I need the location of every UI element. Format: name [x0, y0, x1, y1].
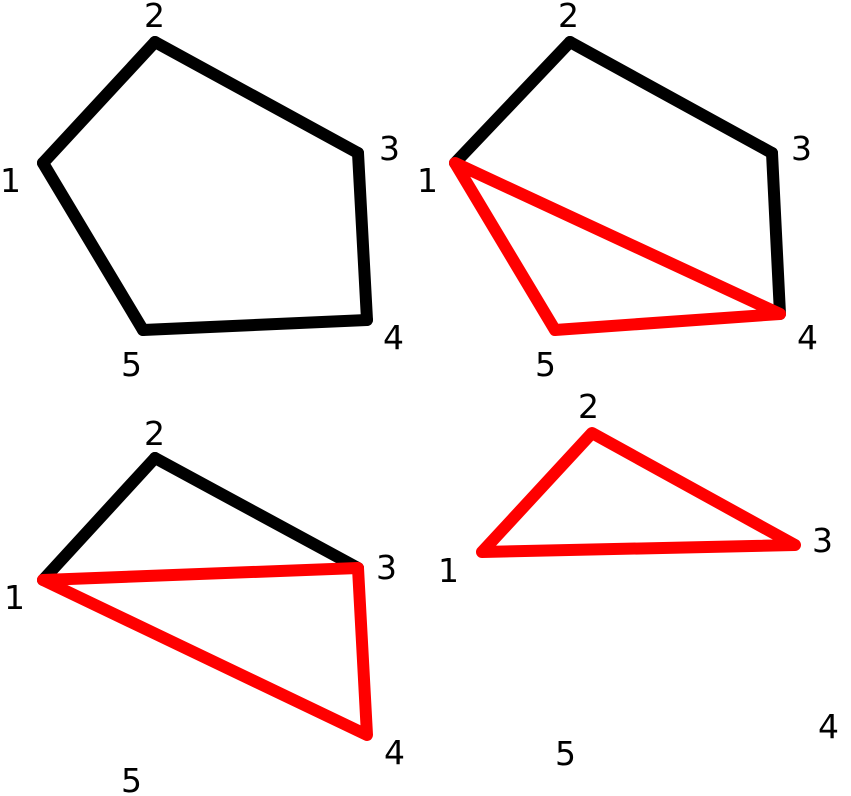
red-triangle-1-3-4	[37, 562, 373, 741]
vertex-label-3: 3	[379, 129, 400, 168]
vertex-label-3: 3	[791, 129, 812, 168]
vertex-label-2: 2	[144, 0, 165, 35]
vertex-label-3: 3	[812, 521, 833, 560]
vertex-label-5: 5	[121, 761, 142, 796]
vertex-label-4: 4	[384, 733, 405, 772]
polygon-edge-3-4	[352, 147, 373, 326]
vertex-label-1: 1	[0, 161, 21, 200]
polygon-edge-1-2	[37, 452, 161, 586]
polygon-edge-1-2	[37, 36, 161, 169]
polygon-edge-1-2	[449, 36, 576, 169]
red-triangle-1-2-3	[476, 427, 801, 558]
polygon-edge-2-3	[149, 452, 364, 574]
vertex-label-4: 4	[797, 318, 818, 357]
polygon-edge-5-1	[37, 157, 149, 336]
polygon-edge-3-4	[766, 147, 786, 320]
vertex-label-2: 2	[558, 0, 579, 35]
red-triangle-1-4-5	[449, 157, 786, 336]
vertex-label-1: 1	[417, 161, 438, 200]
panel-full-pentagon: 1 2 3 4 5	[0, 0, 404, 384]
vertex-label-4: 4	[383, 318, 404, 357]
vertex-label-2: 2	[144, 414, 165, 453]
vertex-label-2: 2	[578, 387, 599, 426]
polygon-edge-2-3	[149, 36, 364, 159]
panel-ear-134: 1 2 3 4 5	[4, 414, 405, 796]
vertex-label-3: 3	[376, 548, 397, 587]
vertex-label-5: 5	[555, 734, 576, 773]
panel-ear-145: 1 2 3 4 5	[417, 0, 818, 384]
vertex-label-1: 1	[438, 551, 459, 590]
vertex-label-5: 5	[535, 345, 556, 384]
polygon-edge-2-3	[564, 36, 778, 159]
vertex-label-5: 5	[121, 345, 142, 384]
polygon-edge-4-5	[137, 314, 373, 336]
vertex-label-1: 1	[4, 578, 25, 617]
panel-last-triangle-123: 1 2 3 4 5	[438, 387, 839, 773]
vertex-label-4: 4	[818, 707, 839, 746]
